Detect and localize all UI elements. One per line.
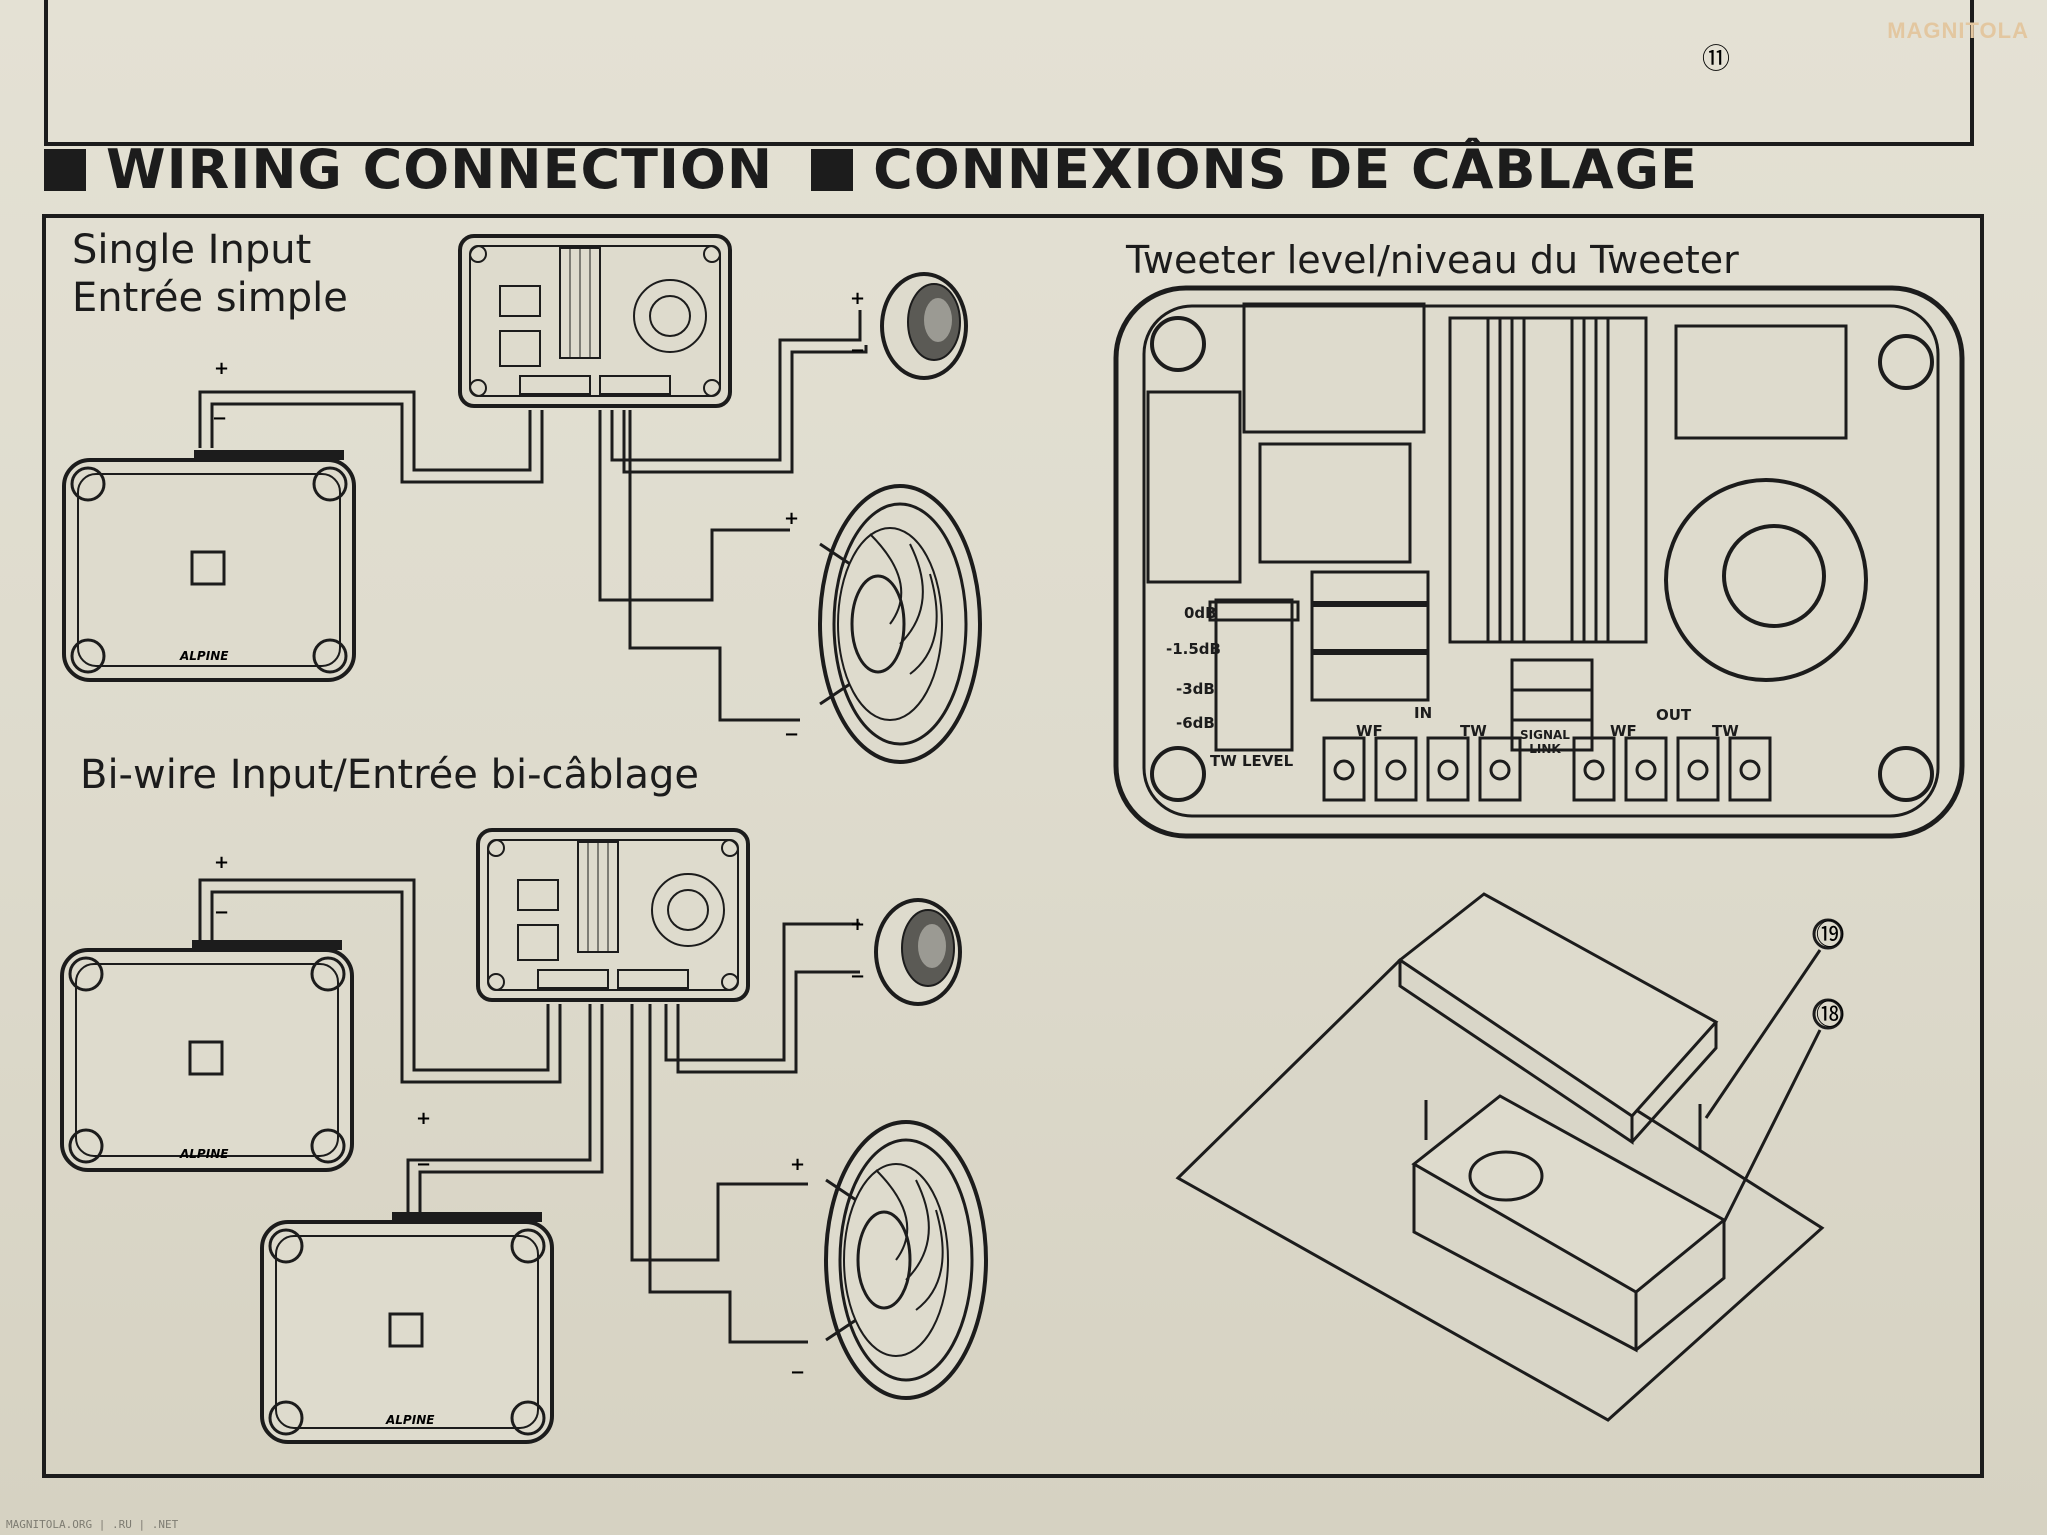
polarity-minus: − [214,902,229,923]
polarity-plus: + [850,914,865,935]
out-wf-label: WF [1610,722,1637,740]
polarity-minus: − [416,1154,431,1175]
single-input-wires [198,310,868,722]
watermark-logo: MAGNITOLA [1887,18,2029,43]
mounting-diagram [1175,892,1844,1422]
level-minus-6db: -6dB [1176,714,1215,732]
biwire-woofer [824,1120,988,1400]
callout-11: ⑪ [1702,42,1730,75]
callout-19: ⑲ [1816,918,1844,951]
signal-link-label: SIGNAL LINK [1520,728,1570,756]
polarity-plus: + [214,852,229,873]
terminal-block-in [1322,736,1522,802]
single-input-french: Entrée simple [72,275,348,321]
polarity-minus: − [790,1362,805,1383]
title-english: WIRING CONNECTION [106,138,774,201]
single-input-tweeter [880,272,968,380]
biwire-input-label: Bi-wire Input/Entrée bi-câblage [80,752,700,798]
polarity-minus: − [212,408,227,429]
level-minus-3db: -3dB [1176,680,1215,698]
section-title: WIRING CONNECTION CONNEXIONS DE CÂBLAGE [44,138,1698,201]
brand-label: ALPINE [179,1147,229,1161]
polarity-minus: − [784,724,799,745]
single-input-crossover [458,234,732,408]
title-french: CONNEXIONS DE CÂBLAGE [873,138,1698,201]
polarity-plus: + [850,288,865,309]
callout-18: ⑱ [1816,998,1844,1031]
polarity-plus: + [790,1154,805,1175]
title-bullet-icon [44,148,86,191]
level-0db: 0dB [1184,604,1217,622]
title-bullet-icon [811,148,854,191]
brand-label: ALPINE [179,649,229,663]
tweeter-level-title: Tweeter level/niveau du Tweeter [1126,238,1739,282]
polarity-minus: − [850,340,865,361]
polarity-plus: + [416,1108,431,1129]
single-input-label: Single Input Entrée simple [72,226,348,322]
polarity-plus: + [214,358,229,379]
biwire-amp-lower [260,1210,554,1444]
top-diagram-frame [44,0,1974,146]
biwire-wires [198,878,860,1344]
tw-level-label: TW LEVEL [1210,752,1294,770]
terminal-block-out [1572,736,1772,802]
biwire-tweeter [874,898,962,1006]
crossover-detail [1113,285,1965,839]
single-input-amp [62,448,356,682]
level-minus-1-5db: -1.5dB [1166,640,1221,658]
in-tw-label: TW [1460,722,1487,740]
out-label: OUT [1656,706,1692,724]
polarity-minus: − [850,966,865,987]
biwire-crossover [476,828,750,1002]
in-label: IN [1414,704,1433,722]
biwire-amp-upper [60,938,354,1172]
single-input-woofer [818,484,982,764]
polarity-plus: + [784,508,799,529]
single-input-english: Single Input [72,227,312,273]
in-wf-label: WF [1356,722,1383,740]
main-diagram-frame [42,214,1984,1478]
footer-watermark: MAGNITOLA.ORG | .RU | .NET [6,1518,179,1531]
brand-label: ALPINE [385,1413,435,1427]
out-tw-label: TW [1712,722,1739,740]
